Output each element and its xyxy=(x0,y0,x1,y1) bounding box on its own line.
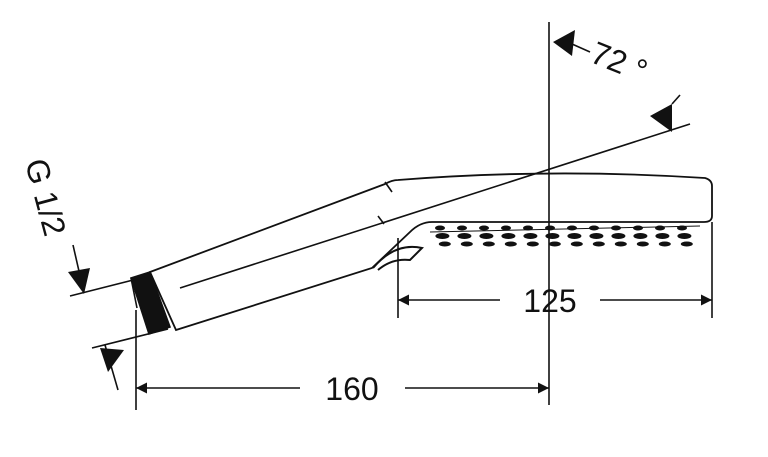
handle-outline xyxy=(148,172,713,332)
nozzle xyxy=(479,233,494,239)
nozzle xyxy=(592,241,605,247)
nozzle xyxy=(501,233,516,239)
nozzle xyxy=(545,233,560,239)
nozzle xyxy=(677,233,692,239)
nozzle xyxy=(457,225,467,231)
nozzle xyxy=(460,241,473,247)
nozzle xyxy=(567,233,582,239)
nozzle xyxy=(523,225,533,231)
nozzle xyxy=(611,225,621,231)
dimension-160: 160 xyxy=(325,371,378,407)
nozzle xyxy=(501,225,511,231)
nozzle xyxy=(636,241,649,247)
thread-connector xyxy=(129,271,172,336)
nozzle xyxy=(457,233,472,239)
nozzle xyxy=(611,233,626,239)
dimension-125: 125 xyxy=(523,283,576,319)
nozzle xyxy=(482,241,495,247)
nozzle xyxy=(570,241,583,247)
nozzle xyxy=(523,233,538,239)
nozzle xyxy=(548,241,561,247)
nozzle xyxy=(589,233,604,239)
dimension-thread: G 1/2 xyxy=(18,155,73,240)
nozzle xyxy=(633,233,648,239)
spray-face xyxy=(429,225,701,233)
nozzle xyxy=(655,225,665,231)
nozzle xyxy=(526,241,539,247)
nozzle xyxy=(504,241,517,247)
nozzle xyxy=(655,233,670,239)
nozzle xyxy=(680,241,693,247)
nozzle xyxy=(567,225,577,231)
nozzle xyxy=(614,241,627,247)
nozzle xyxy=(435,225,445,231)
nozzle xyxy=(435,233,450,239)
nozzle xyxy=(658,241,671,247)
nozzle xyxy=(677,225,687,231)
nozzles xyxy=(435,225,693,247)
dimension-angle: 72 ° xyxy=(586,34,653,89)
nozzle xyxy=(633,225,643,231)
center-line xyxy=(179,123,691,289)
nozzle xyxy=(438,241,451,247)
nozzle xyxy=(589,225,599,231)
nozzle xyxy=(545,225,555,231)
grip-curve xyxy=(372,246,424,271)
nozzle xyxy=(479,225,489,231)
